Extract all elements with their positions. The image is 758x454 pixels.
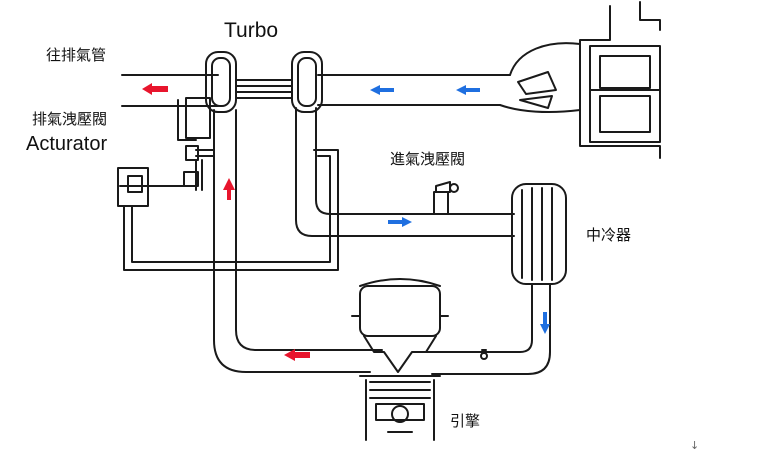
intake-pipe <box>317 74 511 106</box>
intake-arrow-down <box>540 312 550 334</box>
exhaust-outlet-pipe <box>121 74 219 107</box>
blow-off-valve-label: 進氣洩壓閥 <box>390 150 466 168</box>
air-intake-box <box>499 1 661 159</box>
blow-off-valve-shape <box>433 181 459 215</box>
exhaust-arrow-bottom <box>284 349 310 361</box>
intake-flow-arrows <box>370 85 550 334</box>
wastegate-label-cn: 排氣洩壓閥 <box>32 110 108 128</box>
wastegate-label-en: Acturator <box>26 133 108 155</box>
intake-arrow-2 <box>456 85 480 95</box>
engine-block <box>351 278 449 441</box>
exhaust-pipe-label: 往排氣管 <box>46 46 107 64</box>
intercooler-label: 中冷器 <box>586 226 632 244</box>
corner-mark: ↓ <box>690 439 700 452</box>
intake-arrow-right <box>388 217 412 227</box>
turbocharger <box>205 51 323 113</box>
charge-pipe-to-intercooler <box>295 107 515 237</box>
exhaust-arrow-up <box>223 178 235 200</box>
wastegate-actuator <box>117 97 339 271</box>
exhaust-flow-arrows <box>142 83 310 361</box>
intercooler-core <box>511 183 567 285</box>
engine-label: 引擎 <box>450 412 481 430</box>
intake-arrow-1 <box>370 85 394 95</box>
exhaust-feed-pipe <box>213 109 383 373</box>
intercooler-to-engine-pipe <box>419 283 551 375</box>
turbo-label: Turbo <box>224 19 279 42</box>
exhaust-arrow-left <box>142 83 168 95</box>
